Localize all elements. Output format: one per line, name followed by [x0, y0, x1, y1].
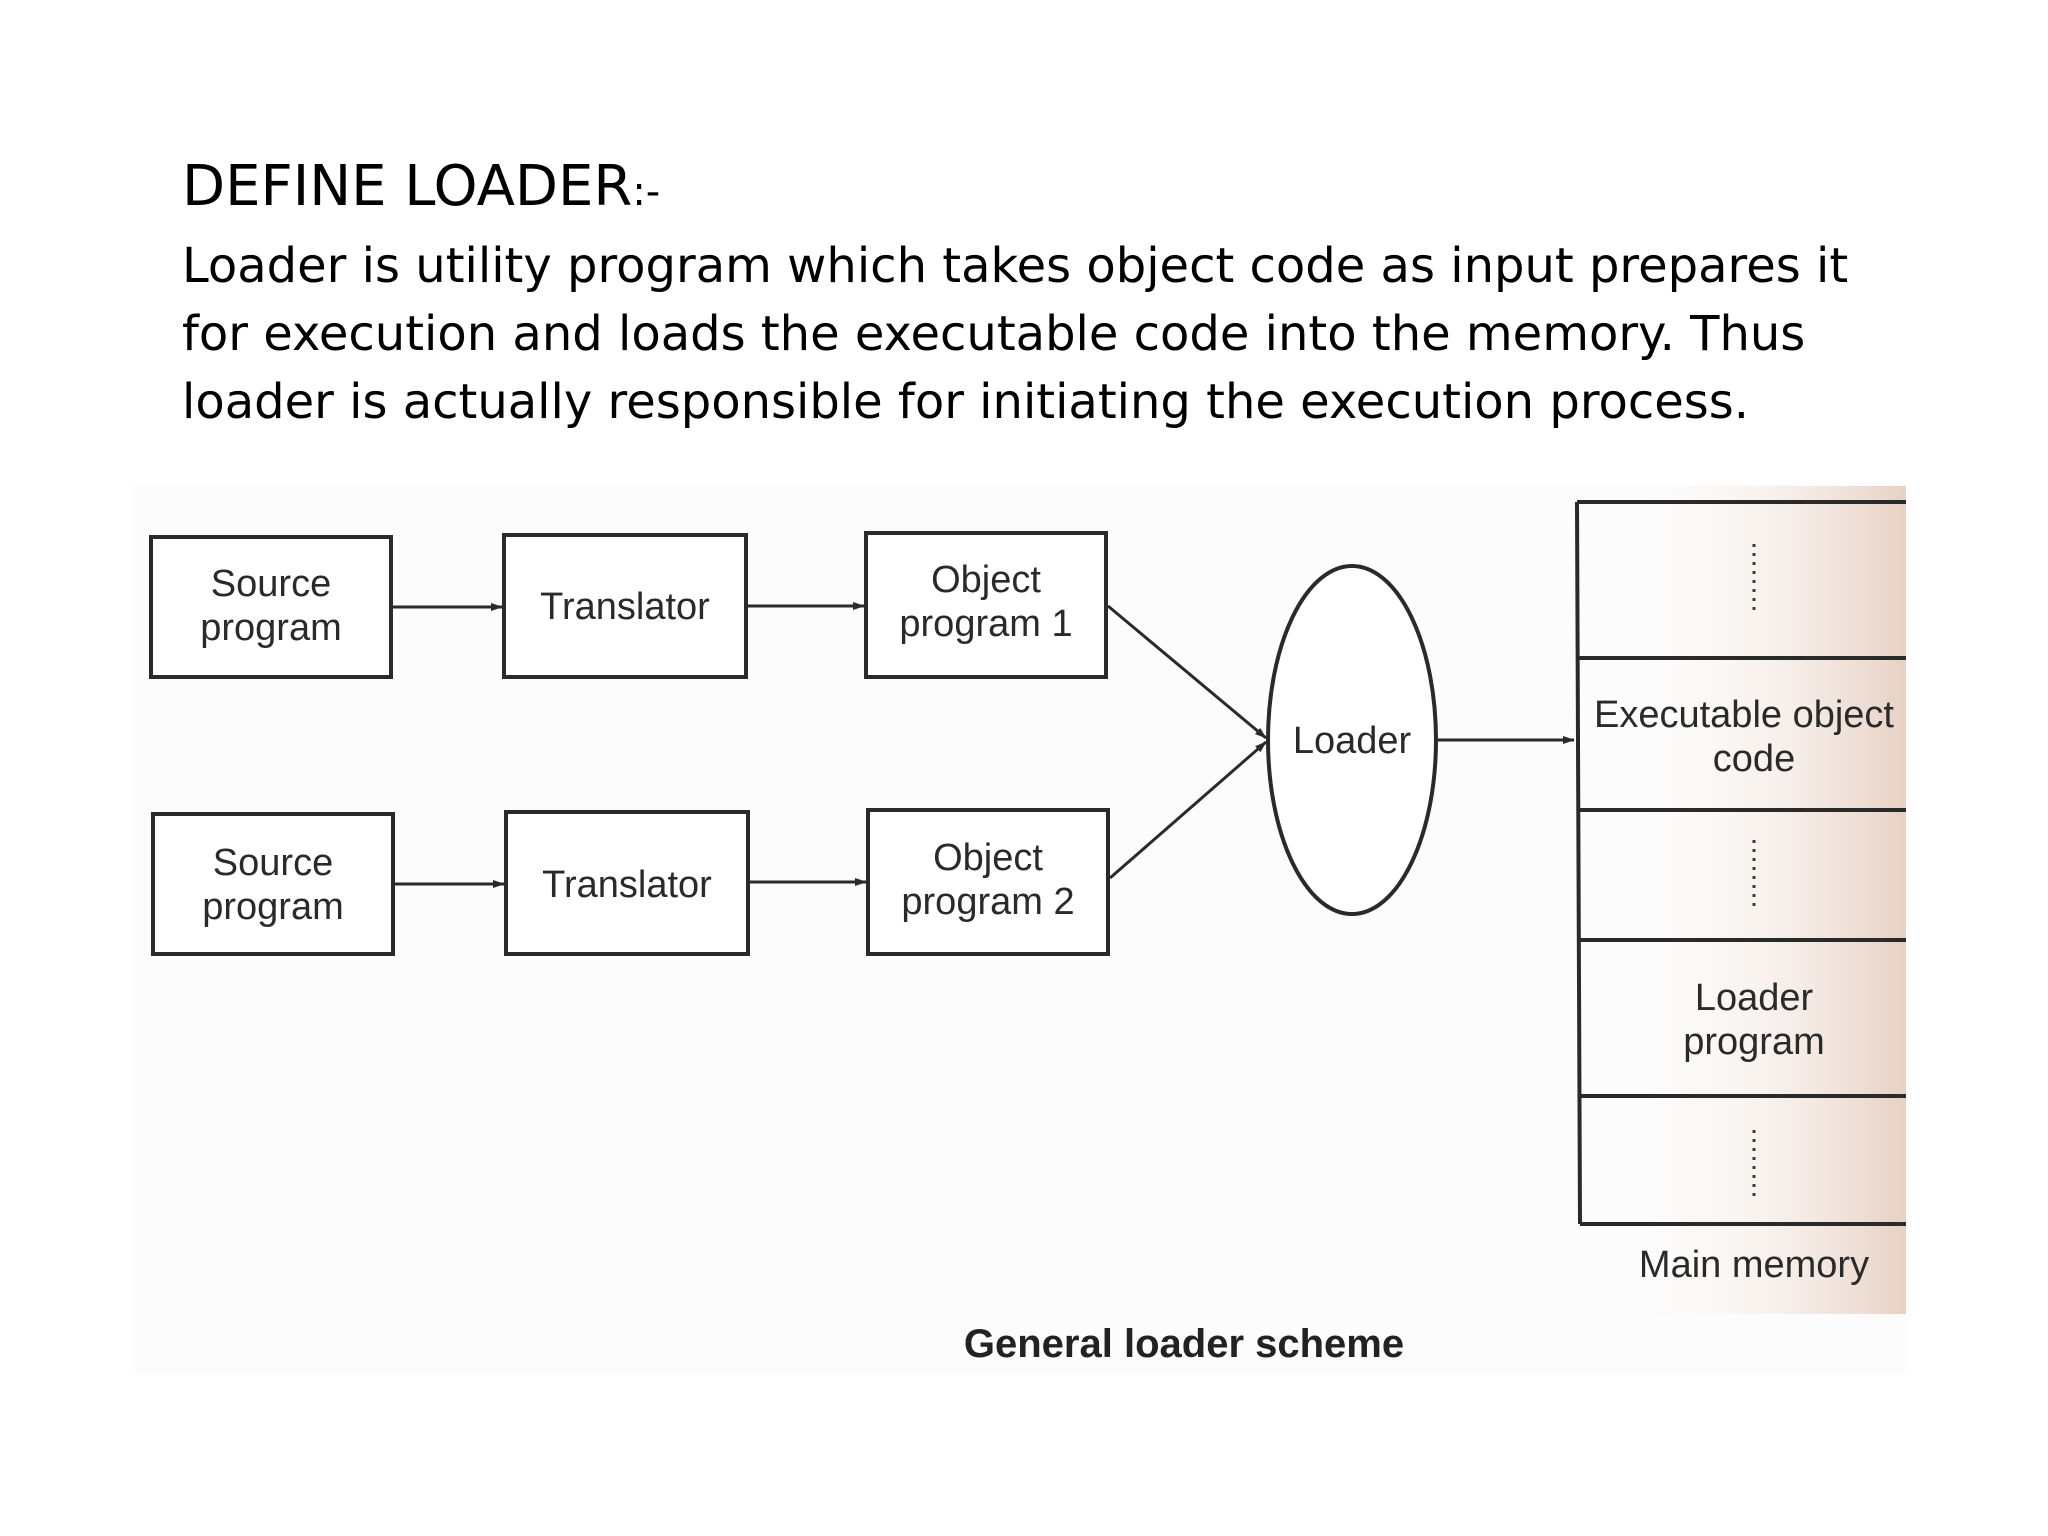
diagram-caption: General loader scheme — [964, 1322, 1404, 1366]
loader-program-line-2: program — [1683, 1021, 1825, 1063]
source-program-1-line-1: Source — [211, 563, 331, 605]
slide-heading: DEFINE LOADER:- — [182, 152, 660, 227]
loader-label: Loader — [1293, 720, 1412, 762]
arrow-object-1-to-loader — [1107, 604, 1267, 740]
object-program-1-line-1: Object — [931, 559, 1041, 601]
memory-left-border — [1575, 501, 1582, 1225]
object-program-2-line-2: program 2 — [901, 881, 1074, 923]
object-program-1-line-2: program 1 — [899, 603, 1072, 645]
executable-object-code-line-2: code — [1713, 738, 1795, 780]
loader-scheme-svg: Source program Translator Object program… — [134, 484, 1906, 1374]
source-program-2-line-2: program — [202, 886, 344, 928]
object-program-2-line-1: Object — [933, 837, 1043, 879]
slide-body-text: Loader is utility program which takes ob… — [182, 238, 1849, 430]
slide-heading-suffix: :- — [632, 169, 661, 215]
slide-heading-text: DEFINE LOADER — [182, 154, 633, 219]
arrow-object-2-to-loader — [1109, 740, 1267, 880]
translator-box-1: Translator — [502, 533, 748, 679]
source-program-1-line-2: program — [200, 607, 342, 649]
executable-object-code-line-1: Executable object — [1594, 694, 1894, 736]
loader-scheme-diagram: Source program Translator Object program… — [134, 484, 1906, 1374]
translator-2-label: Translator — [542, 864, 712, 906]
source-program-box-2: Source program — [151, 812, 395, 956]
main-memory-label: Main memory — [1639, 1244, 1869, 1286]
source-program-box-1: Source program — [149, 535, 393, 679]
main-memory: Executable object code Loader program Ma… — [1575, 500, 1906, 1286]
loader-program-line-1: Loader — [1695, 977, 1814, 1019]
translator-box-2: Translator — [504, 810, 750, 956]
translator-1-label: Translator — [540, 586, 710, 628]
source-program-2-line-1: Source — [213, 842, 333, 884]
paper-edge-shadow — [1596, 486, 1906, 1314]
object-program-box-1: Object program 1 — [864, 531, 1108, 679]
object-program-box-2: Object program 2 — [866, 808, 1110, 956]
loader-node: Loader — [1266, 564, 1438, 916]
